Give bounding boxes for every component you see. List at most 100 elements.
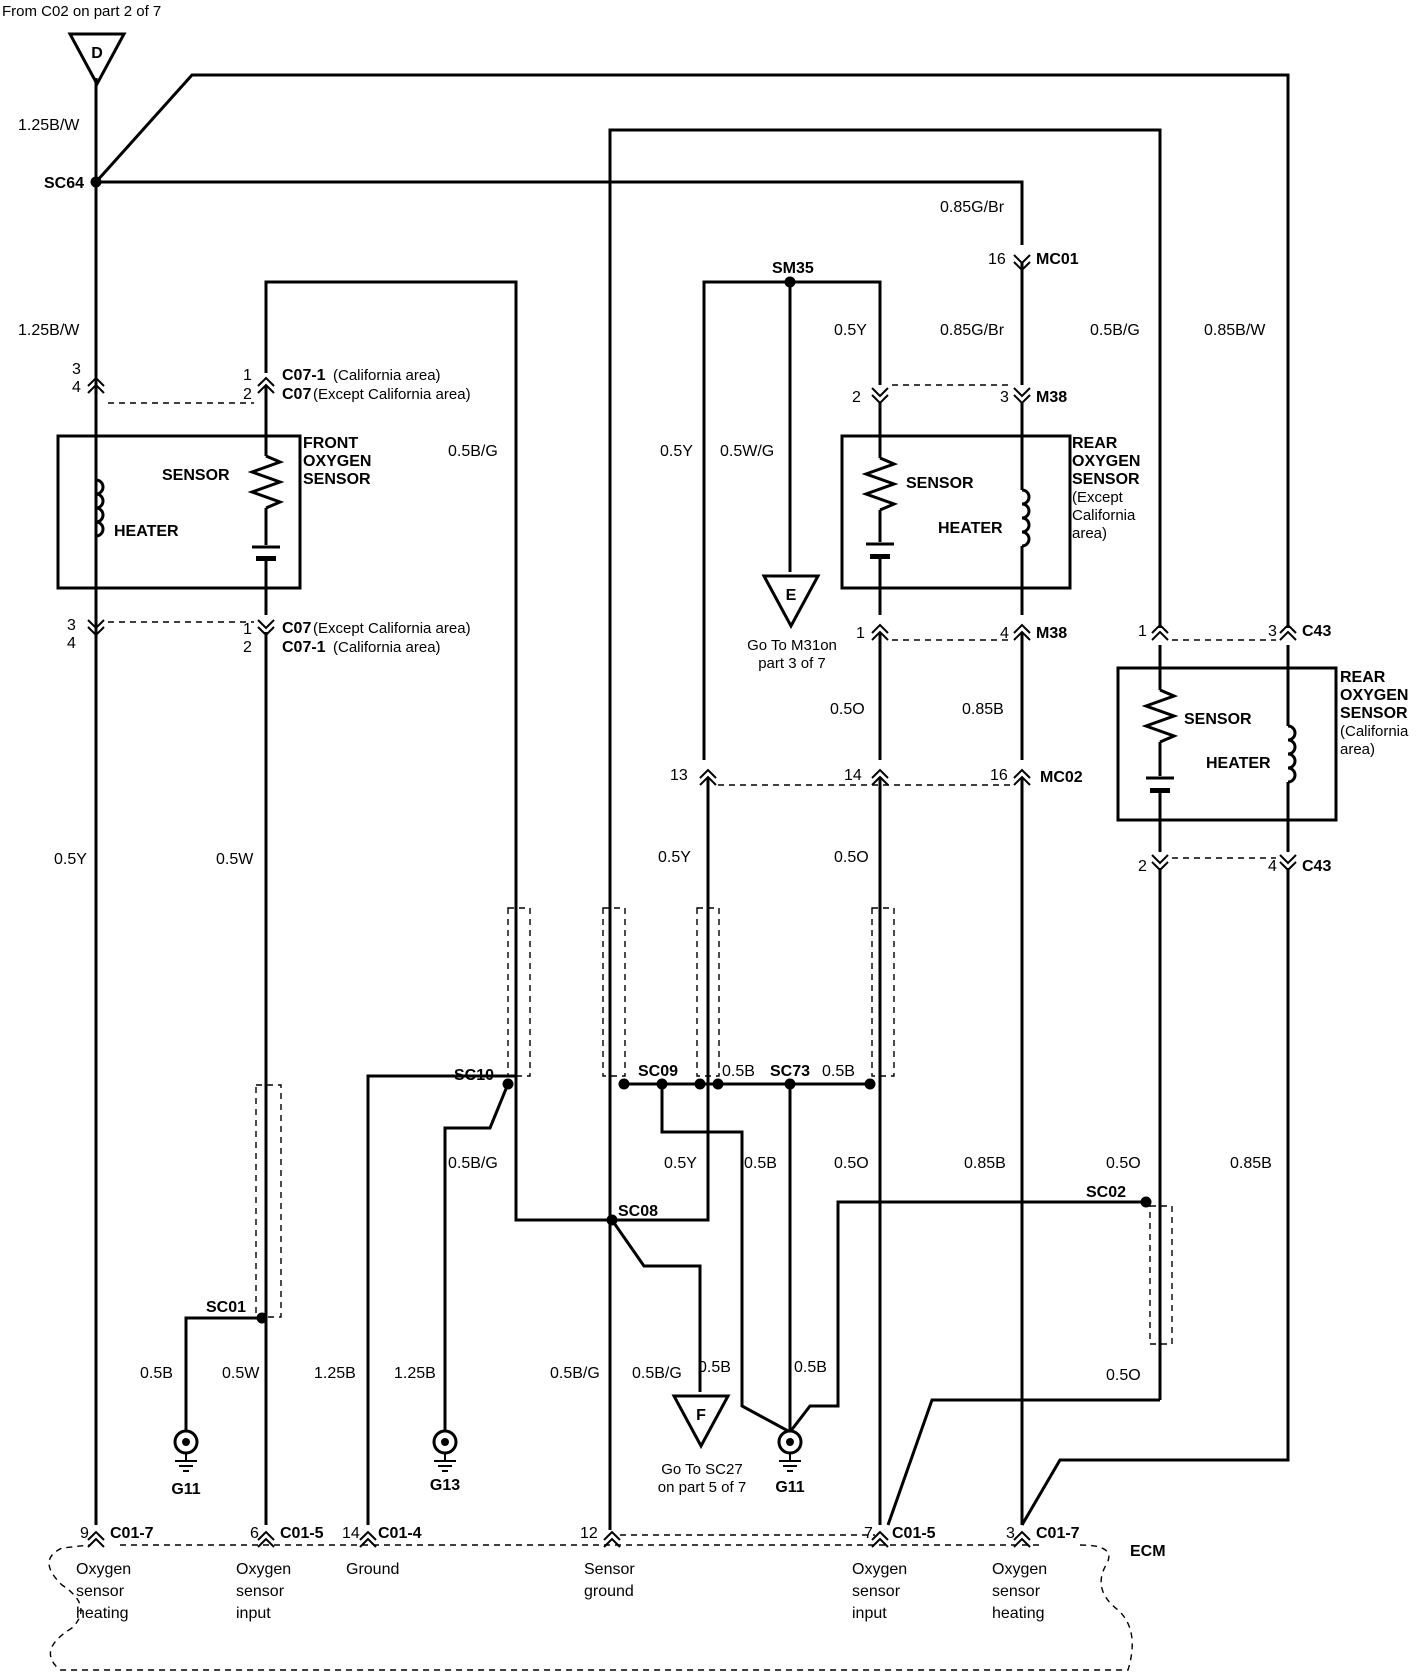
front-title-2: OXYGEN bbox=[303, 453, 371, 470]
pin: 13 bbox=[670, 767, 688, 784]
pin: 4 bbox=[1000, 625, 1009, 642]
conn-c07-bot-note: (Except California area) bbox=[313, 620, 471, 637]
offpage-f-letter: F bbox=[696, 1407, 706, 1424]
rear-ca-title-2: OXYGEN bbox=[1340, 687, 1408, 704]
conn-m38-top: M38 bbox=[1036, 389, 1067, 406]
rear-ex-title-4: (Except bbox=[1072, 489, 1124, 506]
rear-ca-sensor-label: SENSOR bbox=[1184, 711, 1252, 728]
offpage-f-note1: Go To SC27 bbox=[661, 1461, 742, 1478]
pin: 7 bbox=[864, 1525, 873, 1542]
conn-c07-1-top: C07-1 bbox=[282, 367, 326, 384]
ecm-terminal-text: heating bbox=[76, 1605, 129, 1622]
splice-sm35: SM35 bbox=[772, 260, 814, 277]
pin: 4 bbox=[72, 379, 81, 396]
conn-c01-5-right: C01-5 bbox=[892, 1525, 936, 1542]
ecm-terminal-text: input bbox=[852, 1605, 887, 1622]
wire-label: 0.5B/G bbox=[448, 1155, 498, 1172]
shield-dashes bbox=[108, 384, 1276, 1536]
ecm-terminal-text: Oxygen bbox=[236, 1561, 291, 1578]
rear-ca-heater-label: HEATER bbox=[1206, 755, 1271, 772]
pin: 16 bbox=[988, 251, 1006, 268]
ecm-label: ECM bbox=[1130, 1543, 1166, 1560]
rear-ex-title-2: OXYGEN bbox=[1072, 453, 1140, 470]
pin: 3 bbox=[1268, 623, 1277, 640]
splice-sc10: SC10 bbox=[454, 1067, 494, 1084]
pin: 2 bbox=[852, 389, 861, 406]
conn-c01-5-left: C01-5 bbox=[280, 1525, 324, 1542]
rear-ex-title-1: REAR bbox=[1072, 435, 1118, 452]
ecm-module: ECM bbox=[48, 1543, 1166, 1671]
pin: 2 bbox=[243, 386, 252, 403]
wire-label: 1.25B/W bbox=[18, 322, 80, 339]
wire-label: 0.5B bbox=[822, 1063, 855, 1080]
wire-label: 0.5B bbox=[698, 1359, 731, 1376]
conn-c43-bot: C43 bbox=[1302, 858, 1331, 875]
pin: 14 bbox=[844, 767, 862, 784]
offpage-d: D bbox=[67, 32, 127, 88]
conn-c07-1-top-note: (California area) bbox=[333, 367, 441, 384]
ecm-terminal-text: sensor bbox=[852, 1583, 901, 1600]
pin: 6 bbox=[250, 1525, 259, 1542]
rear-ex-heater-label: HEATER bbox=[938, 520, 1003, 537]
ecm-terminal-text: sensor bbox=[76, 1583, 125, 1600]
wire-label: 0.85B bbox=[1230, 1155, 1272, 1172]
pin: 12 bbox=[580, 1525, 598, 1542]
conn-c07-top: C07 bbox=[282, 386, 311, 403]
conn-c07-bot: C07 bbox=[282, 620, 311, 637]
ground-g13: G13 bbox=[430, 1429, 460, 1494]
wire-label: 0.85G/Br bbox=[940, 322, 1005, 339]
offpage-f: F Go To SC27 on part 5 of 7 bbox=[658, 1394, 746, 1496]
front-oxygen-sensor: SENSOR HEATER FRONT OXYGEN SENSOR bbox=[56, 434, 371, 590]
wire-label: 0.5W bbox=[216, 851, 254, 868]
splice-sc64: SC64 bbox=[44, 175, 84, 192]
ecm-terminal-text: sensor bbox=[992, 1583, 1041, 1600]
wire-label: 0.5B/G bbox=[448, 443, 498, 460]
ecm-terminal-text: Oxygen bbox=[992, 1561, 1047, 1578]
rear-ex-title-5: California bbox=[1072, 507, 1136, 524]
pin: 3 bbox=[72, 361, 81, 378]
rear-ca-title-5: area) bbox=[1340, 741, 1375, 758]
ground-g11-left: G11 bbox=[171, 1429, 201, 1498]
conn-c07-top-note: (Except California area) bbox=[313, 386, 471, 403]
pin: 14 bbox=[342, 1525, 360, 1542]
splice-sc73: SC73 bbox=[770, 1063, 810, 1080]
pin: 2 bbox=[243, 639, 252, 656]
wire-label: 0.5O bbox=[1106, 1155, 1141, 1172]
rear-ex-sensor-label: SENSOR bbox=[906, 475, 974, 492]
wire-label: 0.5Y bbox=[660, 443, 693, 460]
rear-ex-title-3: SENSOR bbox=[1072, 471, 1140, 488]
wire-paths bbox=[94, 73, 1290, 1530]
ecm-terminal-text: ground bbox=[584, 1583, 634, 1600]
wire-label: 0.5B/G bbox=[550, 1365, 600, 1382]
conn-c07-1-bot-note: (California area) bbox=[333, 639, 441, 656]
wire-label: 0.85G/Br bbox=[940, 199, 1005, 216]
ground-g13-label: G13 bbox=[430, 1477, 460, 1494]
wire-label: 0.5W bbox=[222, 1365, 260, 1382]
conn-c43-top: C43 bbox=[1302, 623, 1331, 640]
ecm-terminal-text: Oxygen bbox=[76, 1561, 131, 1578]
conn-c01-7-left: C01-7 bbox=[110, 1525, 154, 1542]
splice-sc09: SC09 bbox=[638, 1063, 678, 1080]
splice-sc01: SC01 bbox=[206, 1299, 246, 1316]
wire-label: 1.25B/W bbox=[18, 117, 80, 134]
wire-label: 0.5Y bbox=[834, 322, 867, 339]
rear-ca-title-4: (California bbox=[1340, 723, 1409, 740]
ground-g11-left-label: G11 bbox=[171, 1481, 200, 1498]
wire-label: 0.5Y bbox=[658, 849, 691, 866]
wire-label: 1.25B bbox=[314, 1365, 356, 1382]
wire-label: 0.5W/G bbox=[720, 443, 774, 460]
pin: 4 bbox=[67, 635, 76, 652]
conn-mc01: MC01 bbox=[1036, 251, 1079, 268]
rear-ex-title-6: area) bbox=[1072, 525, 1107, 542]
pin: 1 bbox=[856, 625, 865, 642]
front-title-1: FRONT bbox=[303, 435, 358, 452]
wire-label: 0.85B bbox=[962, 701, 1004, 718]
rear-ca-title-1: REAR bbox=[1340, 669, 1386, 686]
rear-oxygen-sensor-except-ca: SENSOR HEATER REAR OXYGEN SENSOR (Except… bbox=[840, 434, 1140, 590]
pin: 3 bbox=[1006, 1525, 1015, 1542]
ecm-terminal-text: Ground bbox=[346, 1561, 399, 1578]
pin: 2 bbox=[1138, 858, 1147, 875]
ecm-terminal-text: heating bbox=[992, 1605, 1045, 1622]
pin: 1 bbox=[1138, 623, 1147, 640]
